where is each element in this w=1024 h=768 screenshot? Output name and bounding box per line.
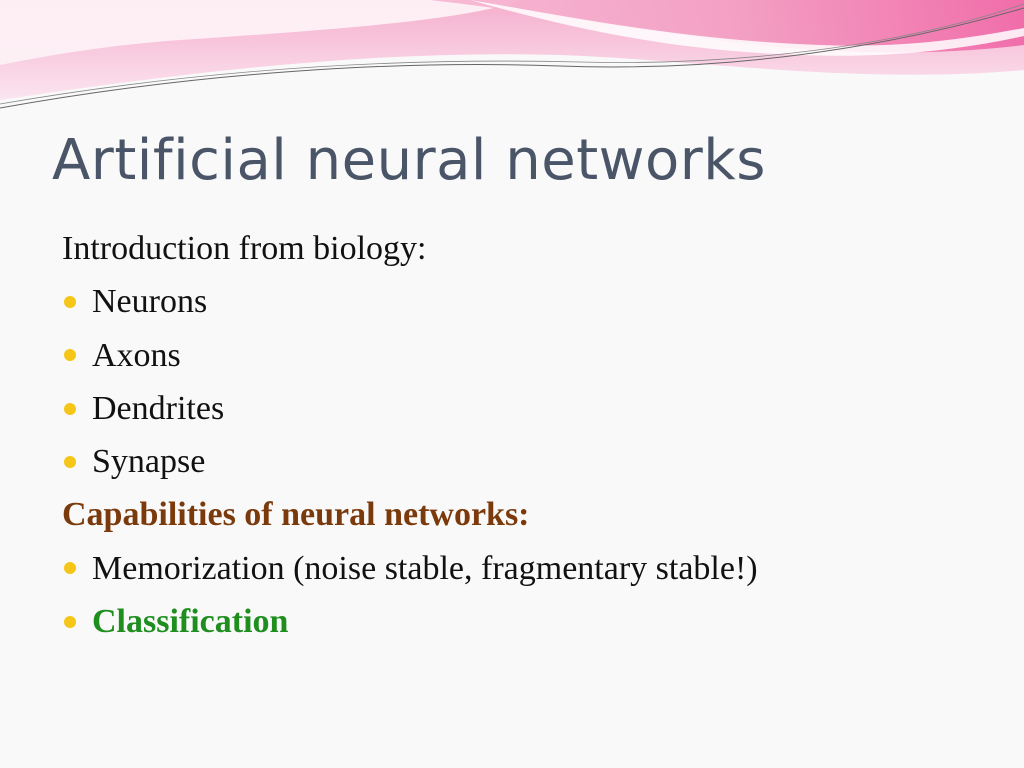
bullet-icon [64, 349, 76, 362]
bullet-icon [64, 562, 76, 575]
list-item: Dendrites [62, 382, 1002, 435]
decorative-banner [0, 0, 1024, 109]
list-item-label: Neurons [92, 283, 208, 321]
list-item: Axons [62, 329, 1002, 382]
intro-text: Introduction from biology: [62, 222, 1002, 275]
list-item: Memorization (noise stable, fragmentary … [62, 542, 1002, 595]
list-item-label-highlight: Classification [92, 603, 289, 641]
list-item-label: Axons [92, 336, 181, 374]
list-item: Neurons [62, 275, 1002, 328]
list-item: Synapse [62, 435, 1002, 488]
capabilities-heading: Capabilities of neural networks: [62, 496, 530, 534]
bullet-icon [64, 455, 76, 468]
list-item-label: Dendrites [92, 389, 225, 427]
list-item-label: Memorization (noise stable, fragmentary … [92, 549, 758, 587]
list-item: Classification [62, 595, 1002, 648]
section-heading: Capabilities of neural networks: [62, 488, 1002, 541]
intro-label: Introduction from biology: [62, 230, 427, 267]
slide-body: Introduction from biology: Neurons Axons… [62, 222, 1002, 648]
slide-title: Artificial neural networks [52, 128, 766, 193]
bullet-icon [64, 402, 76, 415]
bullet-icon [64, 615, 76, 628]
list-item-label: Synapse [92, 443, 206, 481]
bullet-icon [64, 295, 76, 308]
